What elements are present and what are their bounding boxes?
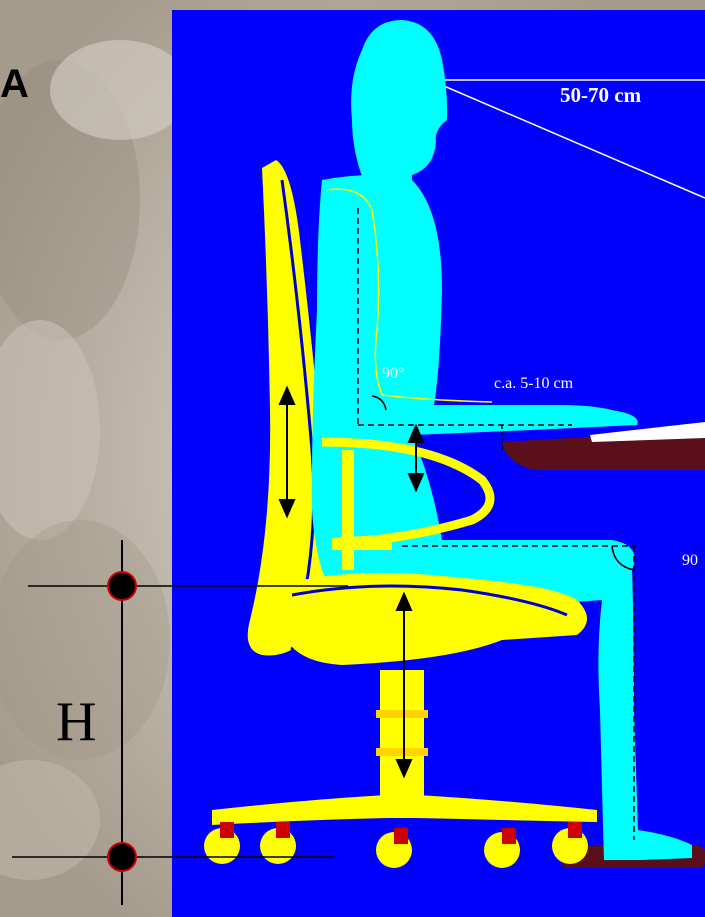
floor-level-marker [108,843,136,871]
seat-height-label: H [56,690,96,754]
seat-level-marker [108,572,136,600]
